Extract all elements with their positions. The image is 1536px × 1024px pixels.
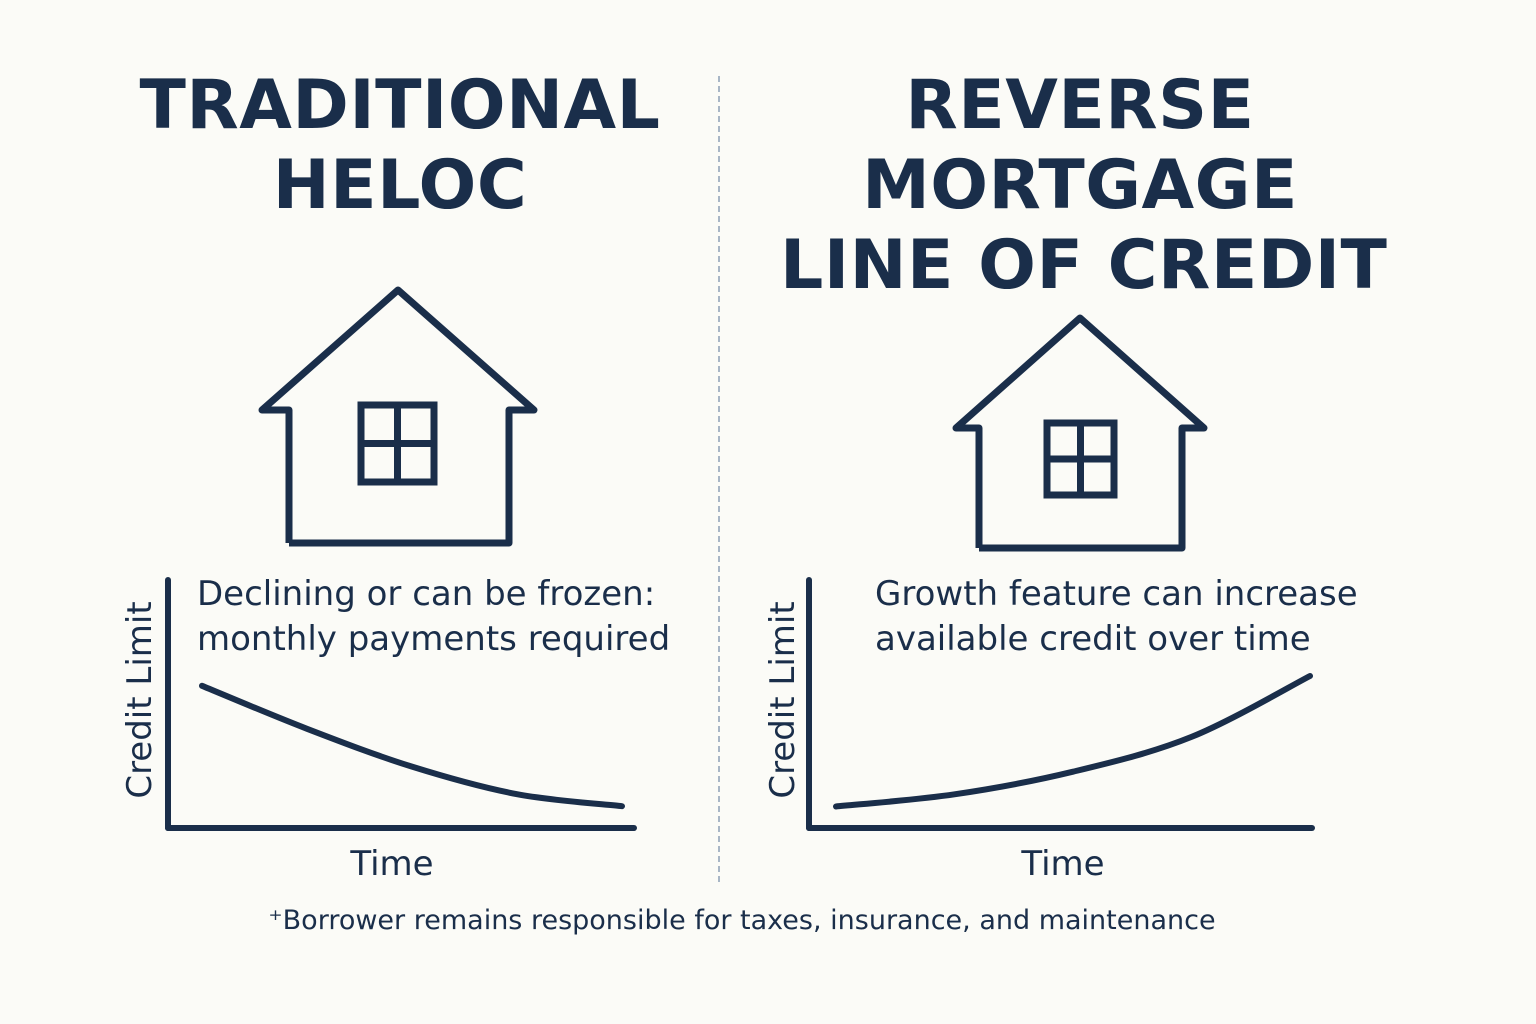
title-line: MORTGAGE (862, 146, 1298, 225)
y-axis-label: Credit Limit (120, 601, 160, 799)
credit-limit-curve-growth (833, 673, 1313, 810)
house-icon (952, 314, 1208, 552)
traditional-heloc-title: TRADITIONAL HELOC (100, 66, 700, 226)
house-icon (258, 286, 538, 547)
reverse-mortgage-title: REVERSE MORTGAGE LINE OF CREDIT (780, 66, 1388, 306)
note-line: Growth feature can increase (875, 574, 1358, 614)
title-line: REVERSE (905, 66, 1255, 145)
credit-limit-curve-declining (199, 682, 625, 810)
note-line: monthly payments required (197, 619, 671, 659)
x-axis-label: Time (1021, 844, 1105, 884)
reverse-mortgage-note: Growth feature can increase available cr… (875, 572, 1358, 662)
panel-divider (718, 76, 720, 882)
title-line: HELOC (272, 146, 528, 225)
y-axis-label: Credit Limit (763, 601, 803, 799)
x-axis-label: Time (350, 844, 434, 884)
note-line: Declining or can be frozen: (197, 574, 656, 614)
heloc-note: Declining or can be frozen: monthly paym… (197, 572, 670, 662)
footnote: ⁺Borrower remains responsible for taxes,… (268, 905, 1216, 936)
title-line: LINE OF CREDIT (780, 226, 1388, 305)
note-line: available credit over time (875, 619, 1311, 659)
title-line: TRADITIONAL (139, 66, 661, 145)
